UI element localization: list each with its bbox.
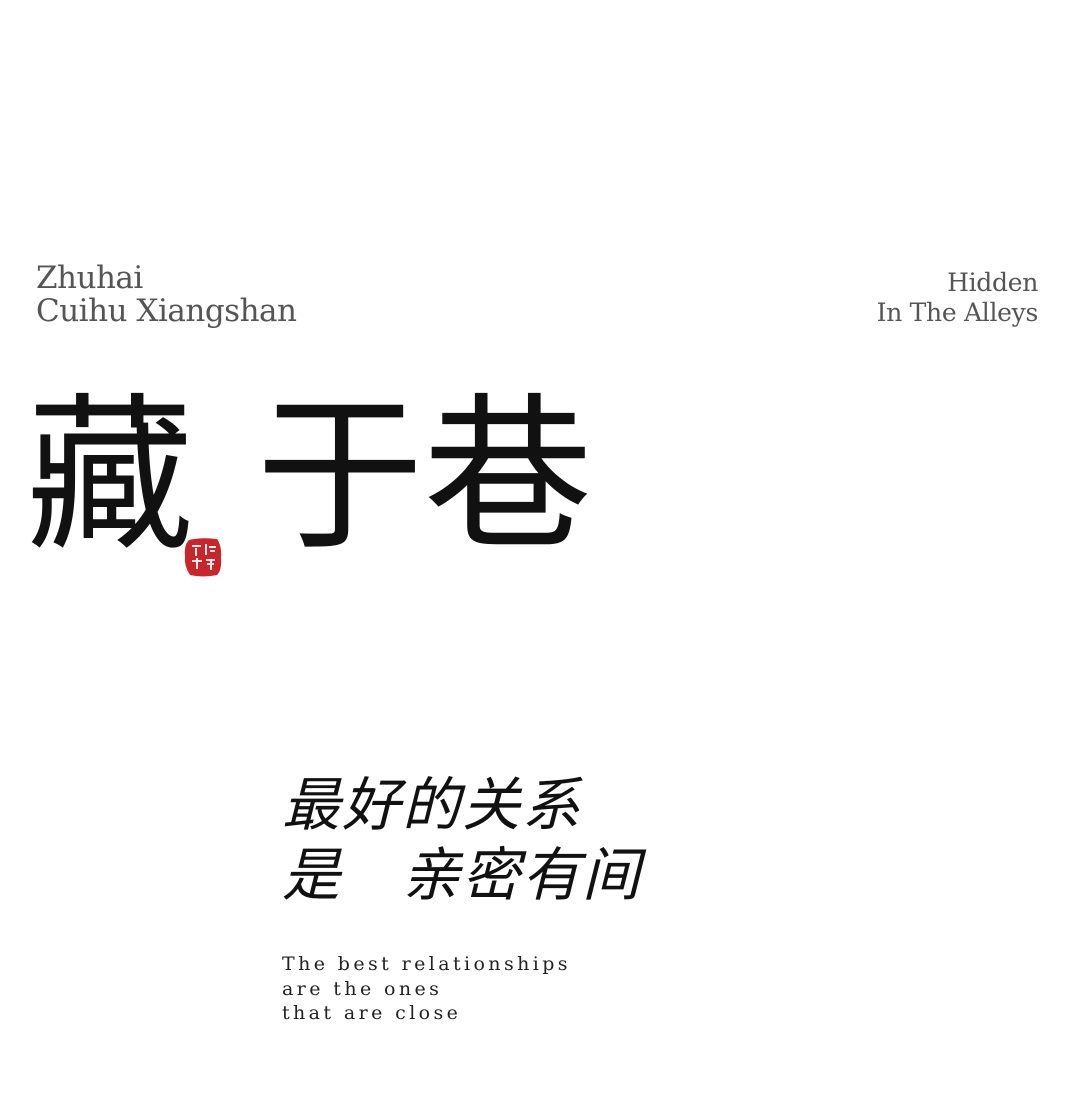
title-chars-yu-xiang: 于巷 bbox=[256, 378, 592, 574]
english-quote-line-3: that are close bbox=[282, 1002, 462, 1024]
english-tagline: Hidden In The Alleys bbox=[876, 268, 1039, 328]
chinese-quote-line-1: 最好的关系 bbox=[282, 771, 583, 839]
red-seal-stamp bbox=[184, 538, 222, 577]
english-quote-line-1: The best relationships bbox=[282, 953, 571, 975]
chinese-quote-line-2: 是 亲密有间 bbox=[282, 841, 643, 909]
location-text: Zhuhai Cuihu Xiangshan bbox=[36, 260, 297, 329]
chinese-quote: 最好的关系 是 亲密有间 bbox=[282, 770, 642, 910]
tagline-line-1: Hidden bbox=[947, 268, 1038, 297]
location-line-1: Zhuhai bbox=[36, 260, 143, 296]
title-char-cang: 藏 bbox=[26, 378, 194, 574]
tagline-line-2: In The Alleys bbox=[876, 298, 1039, 327]
english-quote: The best relationships are the ones that… bbox=[282, 952, 571, 1026]
location-line-2: Cuihu Xiangshan bbox=[36, 293, 297, 329]
english-quote-line-2: are the ones bbox=[282, 977, 443, 1000]
